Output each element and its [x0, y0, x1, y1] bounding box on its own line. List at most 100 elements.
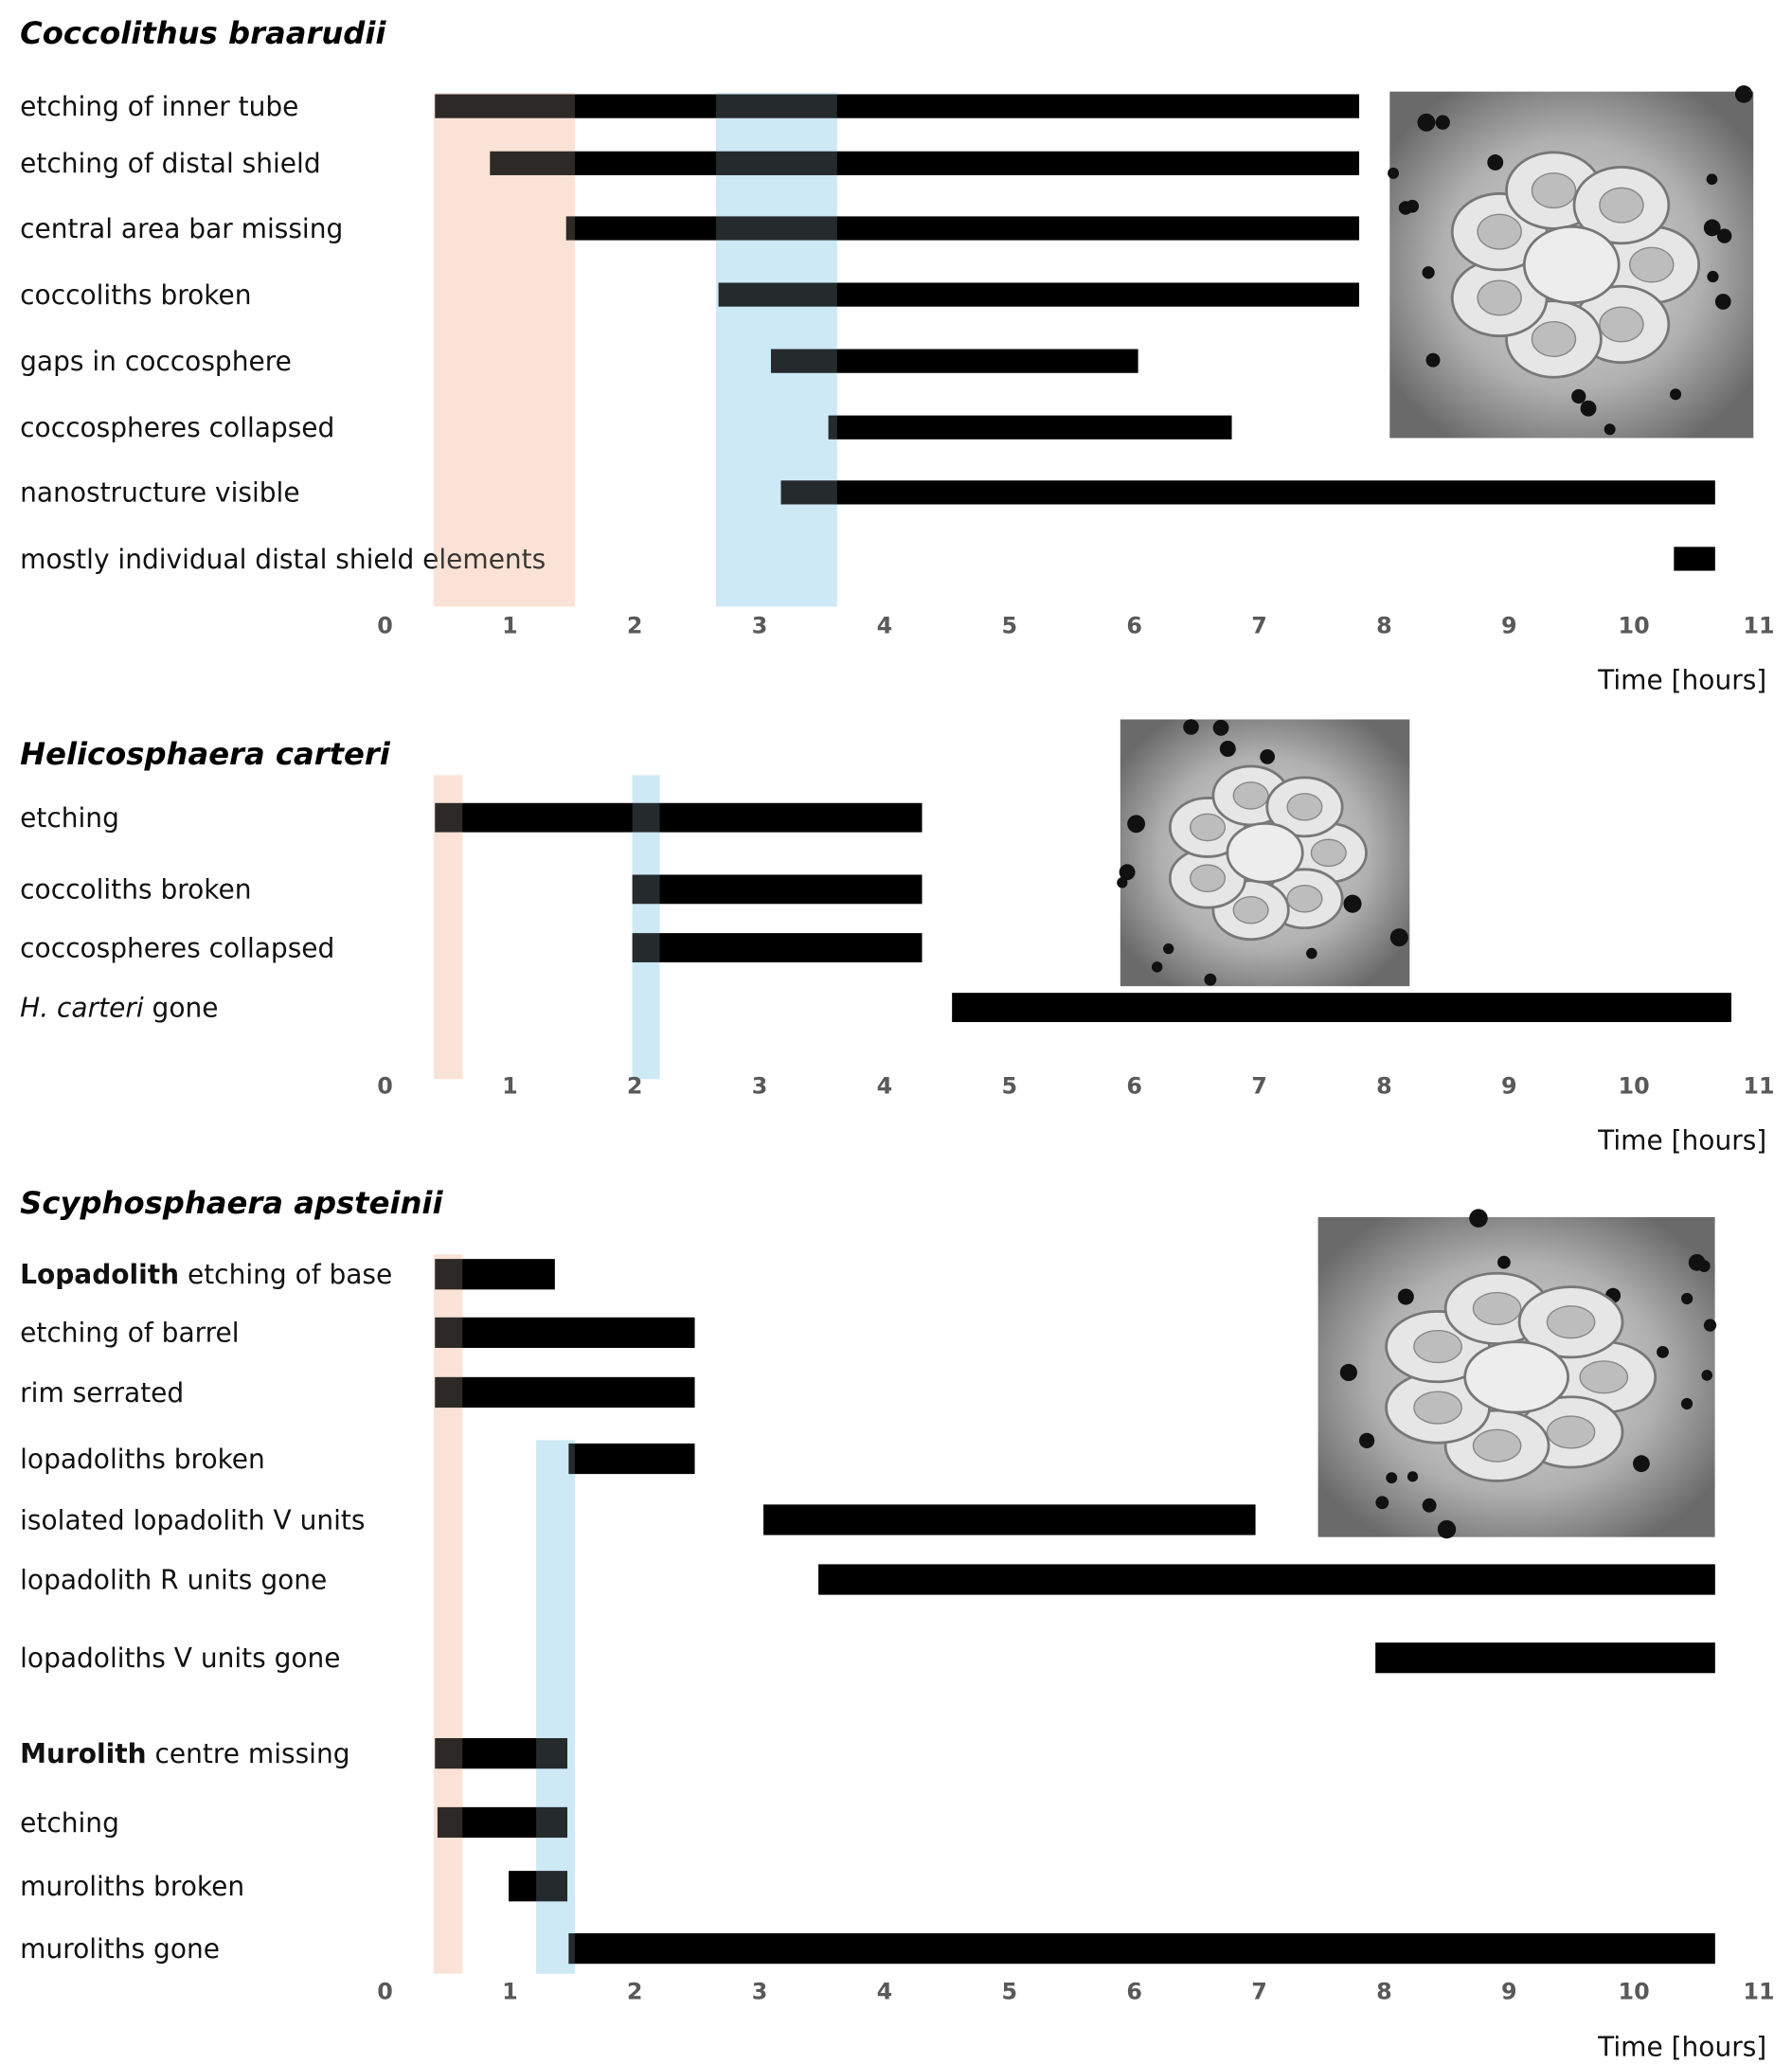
- x-tick-label: 1: [502, 1073, 518, 1100]
- row-label-text: muroliths broken: [20, 1871, 244, 1902]
- duration-bar: [490, 151, 1360, 175]
- row-label-bold: Murolith: [20, 1738, 146, 1769]
- x-tick-label: 5: [1002, 1073, 1018, 1100]
- duration-bar: [565, 216, 1360, 241]
- panel-title: Scyphosphaera apsteinii: [20, 1185, 443, 1221]
- row-label: coccoliths broken: [20, 874, 251, 906]
- x-tick-label: 3: [752, 612, 768, 638]
- row-label-text: lopadolith R units gone: [20, 1564, 327, 1595]
- shading-overlay-orange: [433, 1254, 463, 1974]
- row-label-text: coccoliths broken: [20, 279, 251, 311]
- row-label-text: gaps in coccosphere: [20, 346, 292, 377]
- row-label: etching of inner tube: [20, 91, 298, 122]
- x-tick-label: 0: [377, 612, 393, 638]
- row-label-text: rim serrated: [20, 1377, 184, 1409]
- row-label-text: coccospheres collapsed: [20, 412, 334, 443]
- duration-bar: [509, 1871, 568, 1902]
- row-label: mostly individual distal shield elements: [20, 544, 546, 575]
- duration-bar: [780, 480, 1715, 505]
- x-tick-label: 10: [1619, 1073, 1650, 1100]
- row-label: isolated lopadolith V units: [20, 1504, 365, 1535]
- row-label: lopadoliths broken: [20, 1444, 265, 1475]
- duration-bar: [952, 993, 1731, 1022]
- row-label: Murolith centre missing: [20, 1738, 349, 1769]
- x-tick-label: 9: [1501, 1073, 1517, 1100]
- shading-band-orange: [433, 1254, 463, 1974]
- row-label: muroliths broken: [20, 1871, 244, 1902]
- x-tick-label: 11: [1743, 1073, 1774, 1100]
- duration-bar: [435, 94, 1360, 118]
- row-label-bold: Lopadolith: [20, 1259, 179, 1290]
- row-label: muroliths gone: [20, 1933, 220, 1965]
- row-label: nanostructure visible: [20, 477, 299, 509]
- row-label: coccospheres collapsed: [20, 412, 334, 443]
- row-label-text: etching of base: [179, 1259, 392, 1290]
- x-tick-label: 0: [377, 1978, 393, 2004]
- x-tick-label: 6: [1126, 1978, 1142, 2004]
- sem-micrograph: [1117, 719, 1410, 987]
- x-tick-label: 7: [1251, 1978, 1267, 2004]
- row-label: rim serrated: [20, 1377, 184, 1409]
- row-label-text: centre missing: [147, 1738, 350, 1769]
- duration-bar: [437, 1806, 568, 1839]
- row-label-text: isolated lopadolith V units: [20, 1504, 365, 1535]
- row-label: etching: [20, 802, 119, 834]
- x-tick-label: 3: [752, 1073, 768, 1100]
- row-label: lopadoliths V units gone: [20, 1642, 340, 1674]
- x-axis-label: Time [hours]: [1597, 2032, 1766, 2063]
- row-label: gaps in coccosphere: [20, 346, 292, 377]
- x-tick-label: 2: [627, 612, 643, 638]
- duration-bar: [435, 1259, 555, 1290]
- row-label-text: etching of distal shield: [20, 148, 320, 179]
- sem-micrograph: [1388, 85, 1754, 439]
- row-label: H. carteri gone: [20, 992, 218, 1023]
- row-label: central area bar missing: [20, 213, 343, 244]
- panel-1: Coccolithus braarudii etching of inner tu…: [20, 15, 1774, 695]
- x-tick-label: 5: [1002, 612, 1018, 638]
- row-label: etching of barrel: [20, 1318, 239, 1349]
- x-tick-label: 8: [1376, 612, 1392, 638]
- x-tick-label: 7: [1251, 1073, 1267, 1100]
- duration-bar: [568, 1443, 695, 1475]
- row-label-text: mostly individual distal shield elements: [20, 544, 546, 575]
- row-label: coccoliths broken: [20, 279, 251, 311]
- duration-bar: [435, 802, 923, 833]
- x-tick-label: 9: [1501, 612, 1517, 638]
- row-label: Lopadolith etching of base: [20, 1259, 392, 1290]
- row-label-text: muroliths gone: [20, 1933, 220, 1965]
- x-axis-label: Time [hours]: [1597, 1125, 1766, 1157]
- x-tick-label: 4: [877, 1978, 893, 2004]
- x-tick-label: 6: [1126, 1073, 1142, 1100]
- duration-bar: [718, 282, 1360, 307]
- duration-bar: [435, 1376, 695, 1409]
- duration-bar: [1375, 1642, 1715, 1674]
- shading-band-orange: [433, 93, 575, 607]
- shading-overlay-orange: [433, 775, 463, 1080]
- shading-overlay-blue: [536, 1440, 575, 1974]
- x-tick-label: 4: [877, 612, 893, 638]
- x-tick-label: 2: [627, 1073, 643, 1100]
- x-tick-label: 4: [877, 1073, 893, 1100]
- row-label-italic: H. carteri: [20, 992, 144, 1023]
- x-tick-label: 1: [502, 1978, 518, 2004]
- shading-overlay-blue: [632, 775, 660, 1080]
- row-label: etching of distal shield: [20, 148, 320, 179]
- duration-bar: [1674, 547, 1715, 571]
- x-tick-label: 1: [502, 612, 518, 638]
- x-tick-label: 9: [1501, 1978, 1517, 2004]
- panel-title: Coccolithus braarudii: [20, 15, 386, 51]
- row-label-text: gone: [144, 992, 219, 1023]
- x-tick-label: 2: [627, 1978, 643, 2004]
- shading-overlay-orange: [433, 93, 575, 607]
- x-tick-label: 7: [1251, 612, 1267, 638]
- duration-bar: [828, 415, 1232, 440]
- row-label-text: lopadoliths broken: [20, 1444, 265, 1475]
- duration-bar: [770, 349, 1138, 373]
- row-label-text: central area bar missing: [20, 213, 343, 244]
- x-tick-label: 5: [1002, 1978, 1018, 2004]
- duration-bar: [435, 1737, 568, 1769]
- duration-bar: [632, 874, 923, 905]
- x-axis-label: Time [hours]: [1597, 664, 1766, 695]
- x-tick-label: 6: [1126, 612, 1142, 638]
